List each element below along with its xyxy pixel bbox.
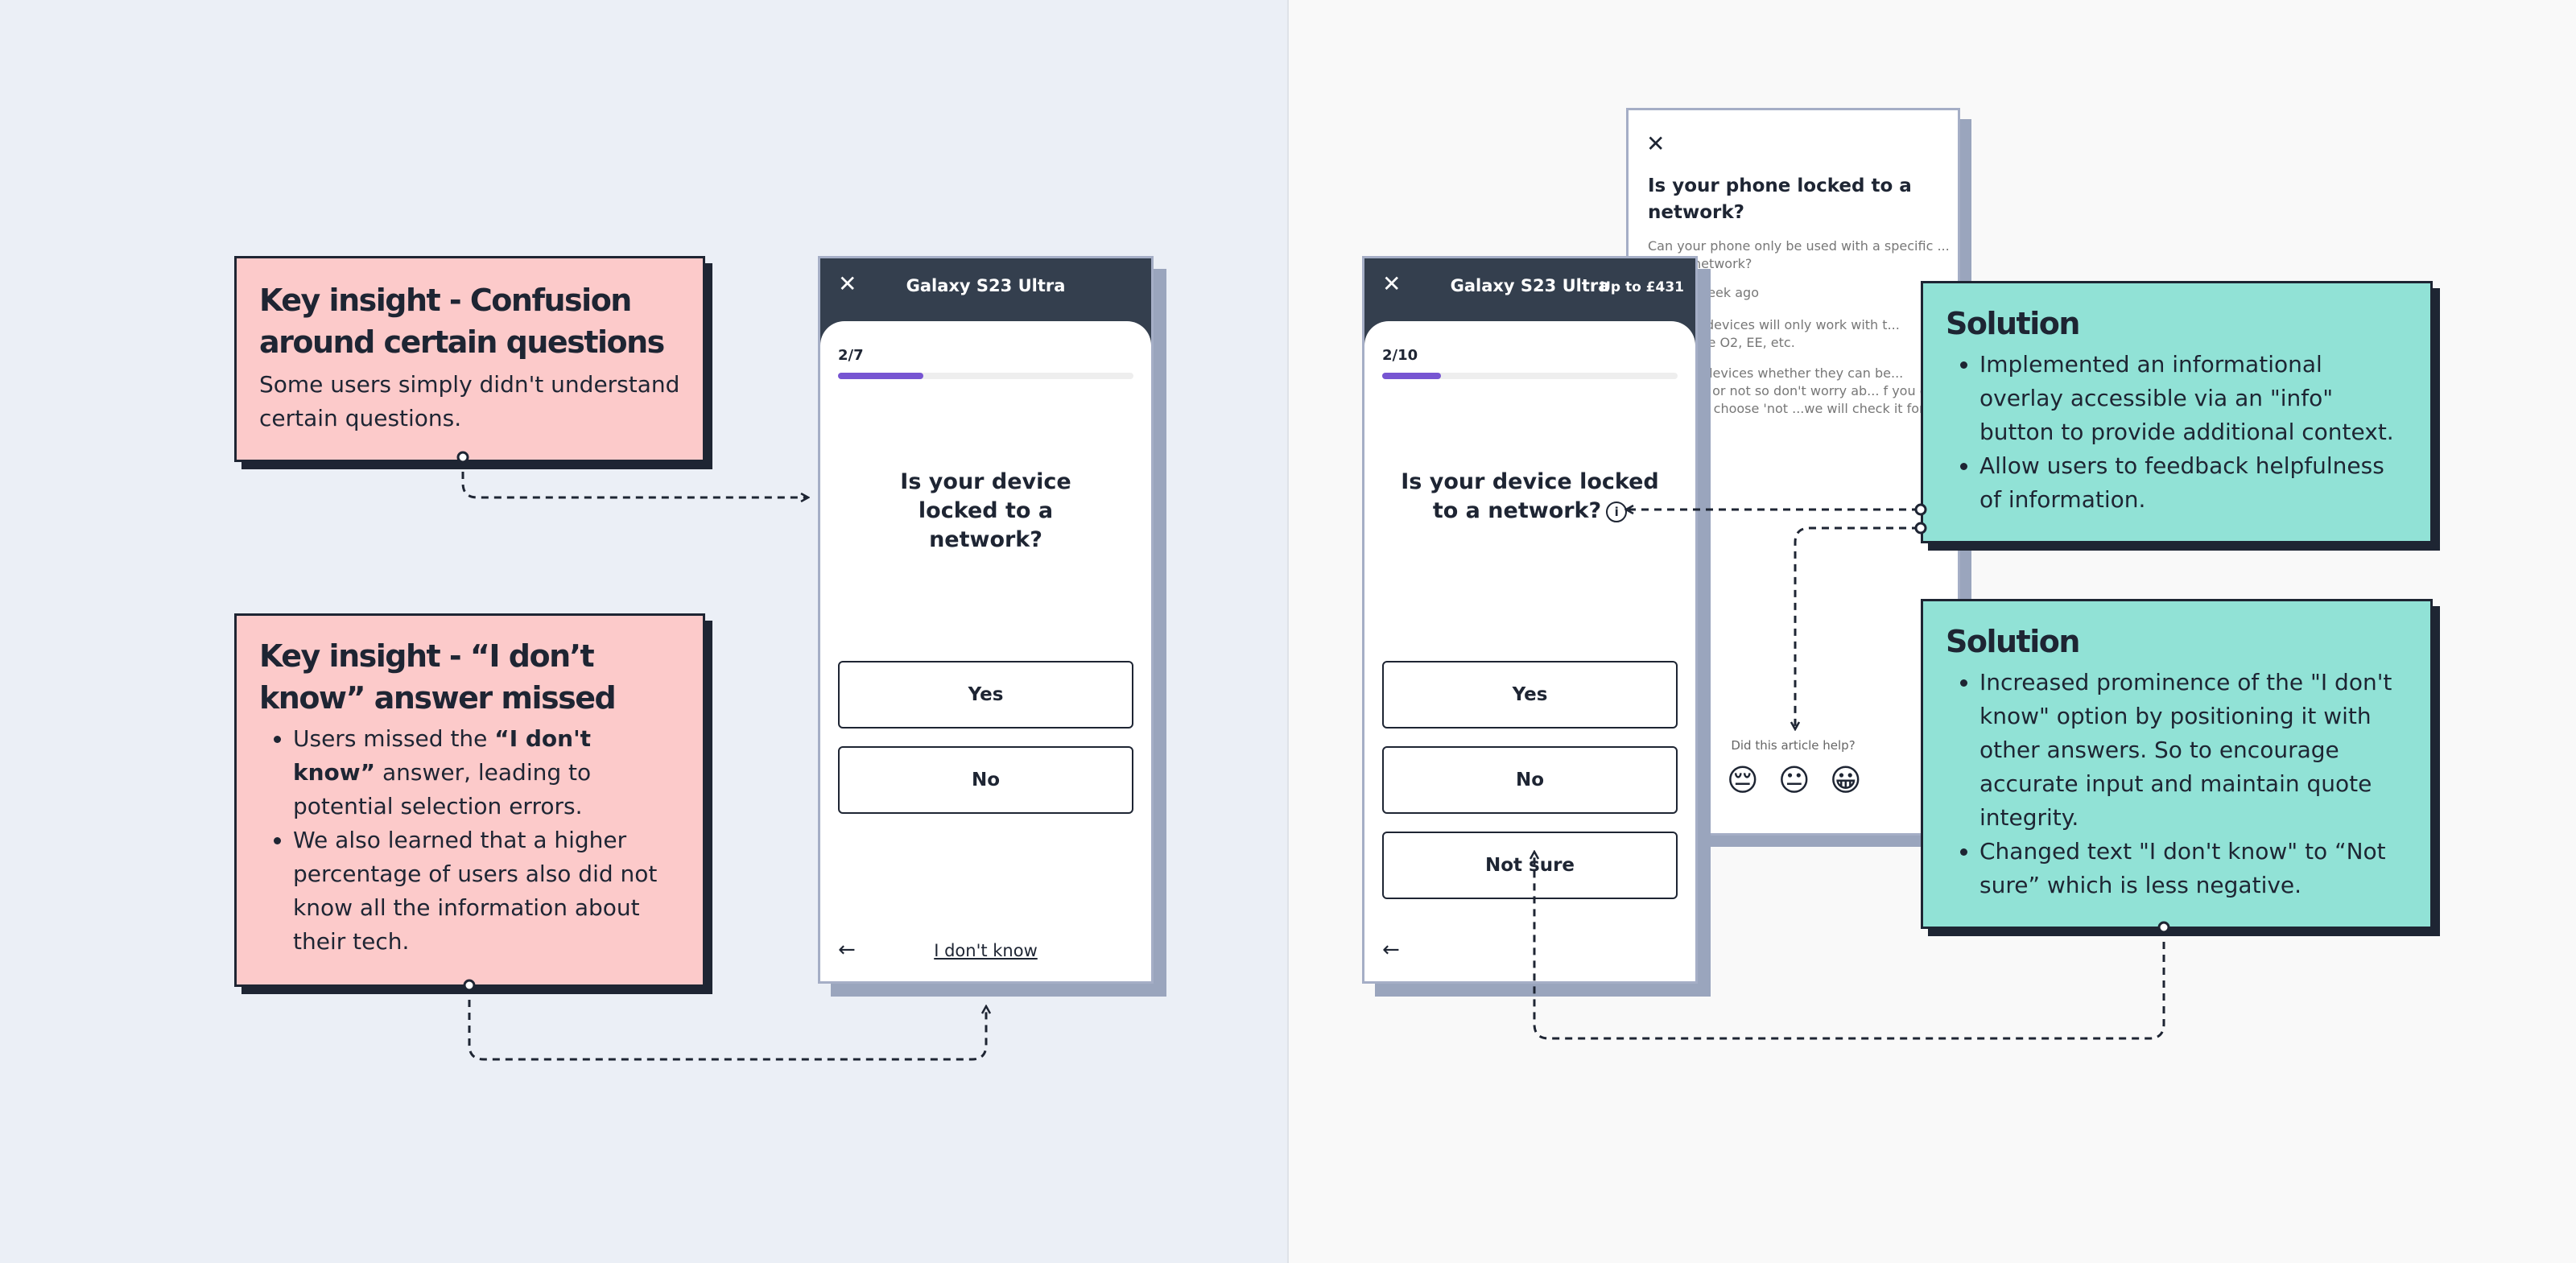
solution-card-overlay: Solution Implemented an informational ov… <box>1921 281 2433 543</box>
back-arrow-icon[interactable]: ← <box>1382 938 1400 962</box>
insight-card-idk: Key insight - “I don’t know” answer miss… <box>234 613 705 987</box>
solution-bullet: Allow users to feedback helpfulness of i… <box>1979 449 2408 517</box>
solution-title: Solution <box>1946 306 2080 341</box>
step-counter: 2/10 <box>1382 347 1418 364</box>
progress-fill <box>1382 373 1442 379</box>
insight-title: Key insight - “I don’t know” answer miss… <box>259 638 617 716</box>
phone-title: Galaxy S23 Ultra <box>1450 276 1610 295</box>
overlay-title: Is your phone locked to a network? <box>1648 175 1912 223</box>
solution-bullet: Implemented an informational overlay acc… <box>1979 348 2408 449</box>
solution-title: Solution <box>1946 624 2080 659</box>
close-icon[interactable]: ✕ <box>1382 270 1402 297</box>
question-line: Is your device locked <box>1401 469 1659 494</box>
phone-body: 2/7 Is your device locked to a network? … <box>820 321 1151 981</box>
question-text: Is your device locked to a network?i <box>1381 468 1679 526</box>
back-arrow-icon[interactable]: ← <box>838 938 856 962</box>
neutral-emoji-icon[interactable]: 😐 <box>1778 762 1810 798</box>
solution-bullets: Increased prominence of the "I don't kno… <box>1946 666 2408 902</box>
solution-bullet: Changed text "I don't know" to “Not sure… <box>1979 835 2408 902</box>
close-icon[interactable]: ✕ <box>838 270 857 297</box>
sad-emoji-icon[interactable]: 😔 <box>1727 762 1759 798</box>
insight-title: Key insight - Confusion around certain q… <box>259 283 665 360</box>
answer-yes-button[interactable]: Yes <box>1382 661 1678 728</box>
insight-body: Some users simply didn't understand cert… <box>259 371 680 431</box>
question-line: to a network?i <box>1381 497 1679 526</box>
answer-yes-button[interactable]: Yes <box>838 661 1133 728</box>
info-icon[interactable]: i <box>1606 501 1628 522</box>
insight-card-confusion: Key insight - Confusion around certain q… <box>234 256 705 462</box>
panel-divider <box>1287 0 1289 1263</box>
solution-bullets: Implemented an informational overlay acc… <box>1946 348 2408 517</box>
progress-fill <box>838 373 924 379</box>
close-icon[interactable]: ✕ <box>1646 130 1666 157</box>
i-dont-know-link[interactable]: I don't know <box>934 941 1038 960</box>
solution-card-not-sure: Solution Increased prominence of the "I … <box>1921 599 2433 929</box>
solution-bullet: Increased prominence of the "I don't kno… <box>1979 666 2408 835</box>
progress-bar <box>1382 373 1678 379</box>
price-tag: Up to £431 <box>1600 279 1684 295</box>
feedback-prompt: Did this article help? <box>1731 738 1856 753</box>
answer-not-sure-button[interactable]: Not sure <box>1382 832 1678 899</box>
phone-mockup-after: ✕ Galaxy S23 Ultra Up to £431 2/10 Is yo… <box>1362 256 1698 984</box>
happy-emoji-icon[interactable]: 😀 <box>1830 762 1862 798</box>
phone-body: 2/10 Is your device locked to a network?… <box>1364 321 1695 981</box>
answer-no-button[interactable]: No <box>838 746 1133 814</box>
insight-bullet: We also learned that a higher percentage… <box>293 823 680 959</box>
step-counter: 2/7 <box>838 347 864 364</box>
progress-bar <box>838 373 1133 379</box>
insight-bullets: Users missed the “I don't know” answer, … <box>259 722 680 959</box>
phone-mockup-before: ✕ Galaxy S23 Ultra 2/7 Is your device lo… <box>818 256 1154 984</box>
question-text: Is your device locked to a network? <box>900 469 1071 552</box>
phone-title: Galaxy S23 Ultra <box>906 276 1066 295</box>
insight-bullet: Users missed the “I don't know” answer, … <box>293 722 680 823</box>
answer-no-button[interactable]: No <box>1382 746 1678 814</box>
